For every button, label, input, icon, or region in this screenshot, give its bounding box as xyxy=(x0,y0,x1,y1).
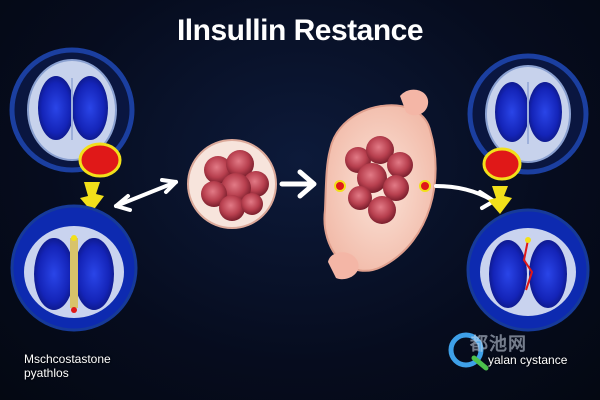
right-arrow-curved xyxy=(434,184,496,210)
right-arrow-middle xyxy=(279,169,317,199)
left-top-brain xyxy=(9,47,135,173)
caption-left-line1: Mschcostastone xyxy=(24,352,111,366)
right-top-brain xyxy=(467,53,589,175)
left-bottom-brain xyxy=(10,204,138,332)
q-logo-icon xyxy=(448,332,489,371)
tissue-organ xyxy=(323,89,437,280)
caption-right: yalan cystance xyxy=(488,353,568,367)
caption-left: Mschcostastone pyathlos xyxy=(24,352,144,380)
caption-left-line2: pyathlos xyxy=(24,366,69,380)
right-bottom-brain xyxy=(466,208,590,332)
right-red-marker xyxy=(482,147,522,181)
watermark: 都池网 xyxy=(470,334,527,354)
fat-cell-cluster xyxy=(187,139,277,229)
page-title: Ilnsullin Restance xyxy=(176,14,424,47)
double-arrow xyxy=(114,178,178,212)
left-yellow-arrow xyxy=(80,182,104,212)
left-red-marker xyxy=(78,142,122,178)
right-yellow-arrow xyxy=(488,186,512,214)
